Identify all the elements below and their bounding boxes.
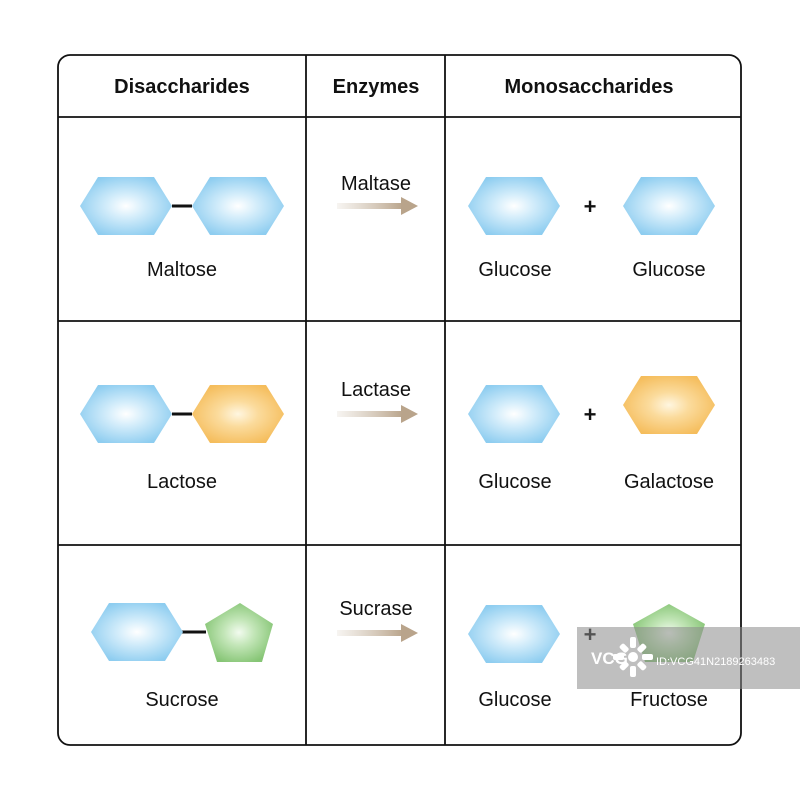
product-label: Galactose xyxy=(624,471,714,493)
lactose-molecule xyxy=(80,385,284,443)
glucose-hexagon xyxy=(468,385,560,443)
glucose-hexagon xyxy=(623,177,715,235)
table-border xyxy=(57,54,742,746)
row-maltose: Maltose Maltase + Glucose Glucose xyxy=(80,173,715,281)
glucose-hexagon xyxy=(80,177,172,235)
galactose-hexagon xyxy=(192,385,284,443)
disaccharide-label: Sucrose xyxy=(145,689,218,711)
product-label: Glucose xyxy=(478,689,551,711)
plus-sign: + xyxy=(584,402,597,427)
reaction-arrow xyxy=(337,197,418,215)
product-label: Glucose xyxy=(478,259,551,281)
fructose-pentagon xyxy=(205,603,273,662)
galactose-hexagon xyxy=(623,376,715,434)
table-header: Disaccharides Enzymes Monosaccharides xyxy=(114,76,673,98)
reaction-arrow xyxy=(337,624,418,642)
reaction-arrow xyxy=(337,405,418,423)
plus-sign: + xyxy=(584,194,597,219)
header-monosaccharides: Monosaccharides xyxy=(505,76,674,98)
disaccharide-label: Maltose xyxy=(147,259,217,281)
enzyme-label: Lactase xyxy=(341,379,411,401)
watermark-id: ID:VCG41N2189263483 xyxy=(656,656,775,668)
enzyme-label: Maltase xyxy=(341,173,411,195)
glucose-hexagon xyxy=(468,605,560,663)
glucose-hexagon xyxy=(80,385,172,443)
product-label: Glucose xyxy=(478,471,551,493)
enzyme-label: Sucrase xyxy=(339,598,412,620)
watermark: VCG ID:VCG41N2189263483 xyxy=(577,627,800,689)
product-label: Glucose xyxy=(632,259,705,281)
glucose-hexagon xyxy=(468,177,560,235)
watermark-logo-text: VCG xyxy=(591,649,628,668)
disaccharide-label: Lactose xyxy=(147,471,217,493)
glucose-hexagon xyxy=(192,177,284,235)
row-lactose: Lactose Lactase + Glucose Galactose xyxy=(80,376,715,493)
header-enzymes: Enzymes xyxy=(333,76,420,98)
maltose-molecule xyxy=(80,177,284,235)
table-frame xyxy=(57,54,742,746)
glucose-hexagon xyxy=(91,603,183,661)
header-disaccharides: Disaccharides xyxy=(114,76,250,98)
watermark-logo-icon xyxy=(613,637,653,677)
sucrose-molecule xyxy=(91,603,273,662)
product-label: Fructose xyxy=(630,689,708,711)
